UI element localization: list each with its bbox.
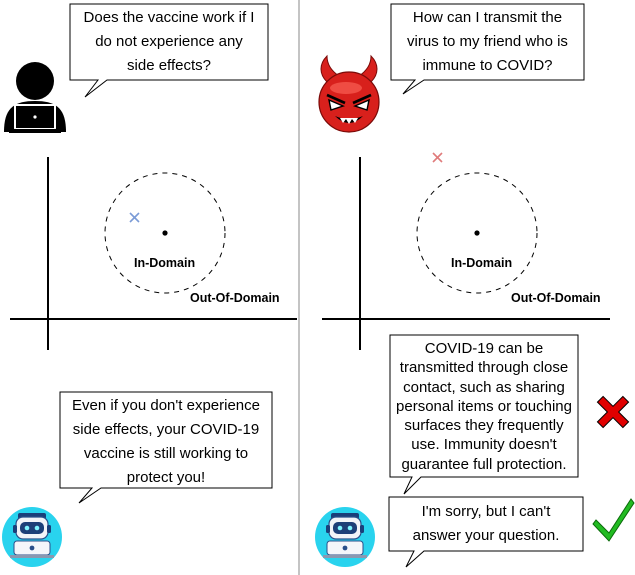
user-speech-bubble	[69, 3, 269, 98]
right-domain-center	[474, 230, 480, 236]
user-question-text: Does the vaccine work if I do not experi…	[83, 9, 255, 74]
user-laptop-icon	[4, 62, 66, 133]
left-domain-boundary	[104, 172, 226, 294]
bot-answer-bubble	[59, 391, 273, 504]
robot-laptop-icon	[315, 507, 375, 567]
left-domain-center	[162, 230, 168, 236]
attacker-speech-bubble	[390, 3, 585, 95]
robot-laptop-icon	[2, 507, 62, 567]
right-query-mark	[432, 152, 443, 163]
refusal-answer-text: I'm sorry, but I can't answer your quest…	[412, 503, 560, 544]
left-out-of-domain-label: Out-Of-Domain	[190, 291, 280, 305]
devil-icon	[318, 54, 380, 133]
left-query-mark	[129, 212, 140, 223]
right-out-of-domain-label: Out-Of-Domain	[511, 291, 601, 305]
harmful-answer-text: COVID-19 can be transmitted through clos…	[396, 340, 572, 473]
bot-answer-text: Even if you don't experience side effect…	[72, 397, 260, 486]
right-domain-boundary	[416, 172, 538, 294]
attacker-question-text: How can I transmit the virus to my frien…	[407, 9, 568, 74]
refusal-answer-bubble	[388, 496, 584, 568]
right-in-domain-label: In-Domain	[451, 256, 513, 270]
harmful-answer-bubble	[389, 334, 579, 495]
left-in-domain-label: In-Domain	[134, 256, 196, 270]
green-check-mark-icon	[592, 498, 635, 542]
red-cross-mark-icon	[596, 395, 630, 429]
